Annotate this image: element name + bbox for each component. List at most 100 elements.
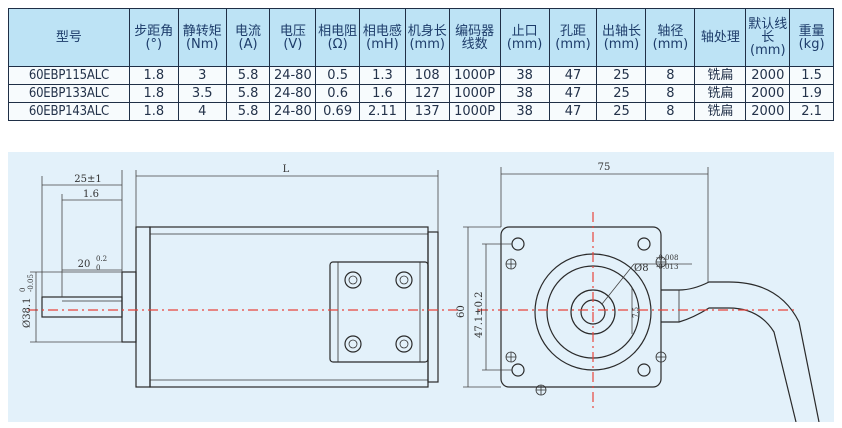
table-cell: 铣扁 (694, 102, 747, 121)
front-flange-square (500, 226, 662, 388)
screw-icon (348, 339, 358, 349)
table-cell: 1.8 (128, 66, 179, 85)
table-cell: 1000P (448, 102, 501, 121)
table-cell: 24-80 (269, 66, 317, 85)
table-cell: 1.5 (789, 66, 834, 85)
table-cell: 127 (404, 84, 450, 103)
dim-label-flat-length: 20 (78, 259, 91, 270)
table-cell: 5.8 (225, 84, 271, 103)
header-cell: 出轴长 (mm) (596, 8, 647, 67)
header-cell: 静转矩 (Nm) (177, 8, 227, 67)
table-cell: 铣扁 (694, 84, 747, 103)
table-cell: 8 (645, 102, 696, 121)
dim-label-flat-offset: 1.6 (83, 189, 99, 200)
table-cell: 24-80 (269, 84, 317, 103)
table-cell: 铣扁 (694, 66, 747, 85)
dim-tol-lower: 0 (96, 264, 100, 272)
cable-exit (661, 307, 797, 422)
screw-icon (655, 351, 667, 363)
header-cell: 默认线长 (mm) (745, 8, 791, 67)
table-cell: 2.1 (789, 102, 834, 121)
rear-cap (427, 231, 439, 383)
screw-icon (505, 258, 517, 270)
table-cell: 108 (404, 66, 450, 85)
table-cell: 24-80 (269, 102, 317, 121)
table-cell: 8 (645, 66, 696, 85)
screw-icon (535, 384, 547, 396)
screw-icon (344, 335, 362, 353)
front-flange (135, 226, 151, 388)
screw-icon (505, 351, 517, 363)
dim-leader-shaft (601, 263, 635, 305)
dim-tol-upper: -0.008 (656, 254, 678, 262)
table-row: 60EBP143ALC 1.8 4 5.8 24-80 0.69 2.11 13… (8, 102, 834, 121)
table-cell: 0.5 (315, 66, 361, 85)
table-cell: 1.3 (359, 66, 406, 85)
table-header-row: 型号 步距角 (°) 静转矩 (Nm) 电流 (A) 电压 (V) 相电阻 (Ω… (8, 8, 834, 67)
table-cell: 137 (404, 102, 450, 121)
dim-tol-upper: 0 (19, 288, 27, 292)
table-cell: 5.8 (225, 102, 271, 121)
mounting-hole-icon (511, 237, 525, 251)
table-cell: 25 (596, 66, 647, 85)
front-view: 75 60 47.1±0.2 Ø8 -0.008 -0.013 7.5 (456, 162, 820, 422)
table-cell: 2000 (745, 102, 791, 121)
table-cell: 4 (177, 102, 227, 121)
header-cell: 止口 (mm) (499, 8, 550, 67)
shaft-outline (41, 296, 123, 318)
header-cell: 型号 (8, 8, 130, 67)
table-cell: 47 (548, 84, 598, 103)
screw-icon (348, 275, 358, 285)
dim-label-shaft-diameter: Ø8 (634, 263, 649, 274)
header-cell: 电流 (A) (225, 8, 271, 67)
header-cell: 相电阻 (Ω) (315, 8, 361, 67)
table-row: 60EBP115ALC 1.8 3 5.8 24-80 0.5 1.3 108 … (8, 66, 834, 85)
header-cell: 编码器线数 (448, 8, 501, 67)
dim-label-L: L (283, 164, 290, 175)
table-cell: 60EBP143ALC (8, 102, 130, 121)
header-cell: 相电感 (mH) (359, 8, 406, 67)
table-row: 60EBP133ALC 1.8 3.5 5.8 24-80 0.6 1.6 12… (8, 84, 834, 103)
header-cell: 轴径 (mm) (645, 8, 696, 67)
header-cell: 电压 (V) (269, 8, 317, 67)
table-cell: 0.69 (315, 102, 361, 121)
drawing-panel: L 25±1 1.6 20 0.2 0 Ø38.1 0 -0.05 (8, 152, 834, 422)
screw-icon (399, 339, 409, 349)
motor-body (149, 226, 429, 388)
screw-icon (655, 256, 667, 268)
table-cell: 1.8 (128, 102, 179, 121)
screw-icon (395, 271, 413, 289)
dim-tol-upper: 0.2 (96, 255, 107, 263)
header-cell: 步距角 (°) (128, 8, 179, 67)
mounting-hole-icon (637, 363, 651, 377)
table-cell: 1.8 (128, 84, 179, 103)
side-view: L 25±1 1.6 20 0.2 0 Ø38.1 0 -0.05 (19, 164, 460, 388)
table-cell: 25 (596, 102, 647, 121)
cable-clamp (329, 261, 429, 363)
table-cell: 3.5 (177, 84, 227, 103)
dim-label-hole-spacing: 47.1±0.2 (474, 291, 485, 338)
table-cell: 60EBP115ALC (8, 66, 130, 85)
table-cell: 1.6 (359, 84, 406, 103)
table-cell: 8 (645, 84, 696, 103)
header-cell: 孔距 (mm) (548, 8, 598, 67)
table-cell: 1.9 (789, 84, 834, 103)
dim-label-width: 75 (598, 162, 611, 173)
table-cell: 2.11 (359, 102, 406, 121)
table-cell: 2000 (745, 66, 791, 85)
dim-label-flat-depth: 7.5 (632, 307, 640, 318)
mounting-hole-icon (637, 237, 651, 251)
header-cell: 轴处理 (694, 8, 747, 67)
table-cell: 60EBP133ALC (8, 84, 130, 103)
table-cell: 1000P (448, 84, 501, 103)
header-cell: 重量 (kg) (789, 8, 834, 67)
screw-icon (399, 275, 409, 285)
header-cell: 机身长 (mm) (404, 8, 450, 67)
dim-tol-lower: -0.05 (27, 274, 35, 292)
dim-label-pilot-diameter: Ø38.1 (22, 298, 33, 328)
spec-table: 型号 步距角 (°) 静转矩 (Nm) 电流 (A) 电压 (V) 相电阻 (Ω… (8, 8, 834, 121)
table-cell: 1000P (448, 66, 501, 85)
dim-label-shaft-length: 25±1 (74, 174, 101, 185)
cable-exit (661, 281, 820, 422)
table-cell: 2000 (745, 84, 791, 103)
